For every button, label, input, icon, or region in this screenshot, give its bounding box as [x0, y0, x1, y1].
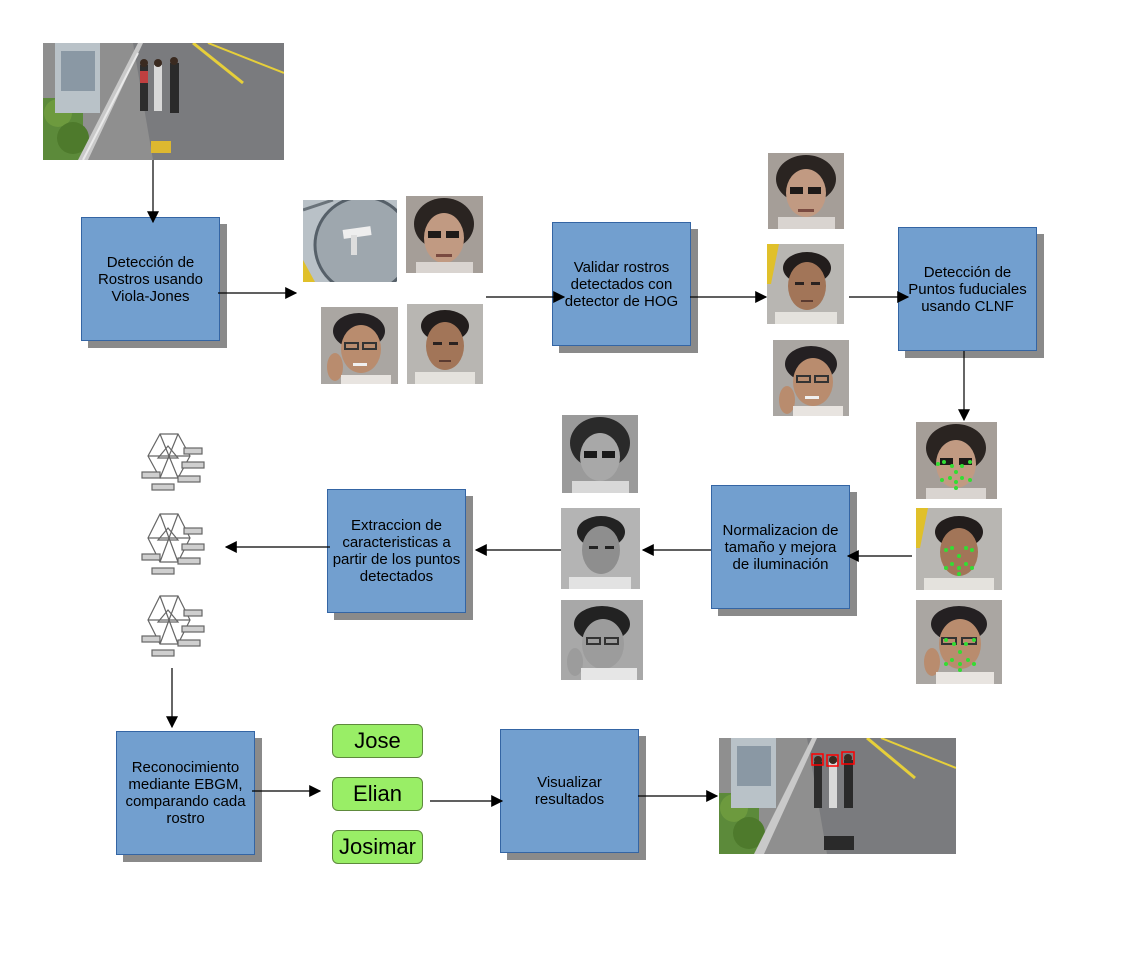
face-graph-3-icon	[138, 590, 208, 662]
name-label-elian-text: Elian	[353, 781, 402, 806]
clnf-landmark-step-label: Detección de Puntos fuduciales usando CL…	[908, 263, 1027, 315]
feature-extraction-step: Extraccion de caracteristicas a partir d…	[327, 489, 466, 613]
name-label-jose: Jose	[332, 724, 423, 758]
hog-validation-step-label: Validar rostros detectados con detector …	[564, 258, 679, 310]
hog-validation-step: Validar rostros detectados con detector …	[552, 222, 691, 346]
normalized-face-3-image	[561, 600, 643, 680]
landmark-face-1-image	[916, 422, 997, 499]
ebgm-recognition-step: Reconocimiento mediante EBGM, comparando…	[116, 731, 255, 855]
name-label-josimar-text: Josimar	[338, 834, 416, 859]
result-scene-photo	[719, 738, 956, 854]
feature-extraction-step-label: Extraccion de caracteristicas a partir d…	[332, 517, 461, 585]
name-label-elian: Elian	[332, 777, 423, 811]
visualize-results-step: Visualizar resultados	[500, 729, 639, 853]
viola-jones-step-label: Detección de Rostros usando Viola-Jones	[97, 253, 204, 305]
visualize-results-step-label: Visualizar resultados	[534, 774, 605, 808]
normalization-step: Normalizacion de tamaño y mejora de ilum…	[711, 485, 850, 609]
landmark-face-2-image	[916, 508, 1002, 590]
normalization-step-label: Normalizacion de tamaño y mejora de ilum…	[722, 521, 839, 573]
ebgm-recognition-step-label: Reconocimiento mediante EBGM, comparando…	[125, 759, 246, 827]
name-label-jose-text: Jose	[354, 728, 401, 753]
landmark-face-3-image	[916, 600, 1002, 684]
detected-face-2-image	[321, 307, 398, 384]
clnf-landmark-step: Detección de Puntos fuduciales usando CL…	[898, 227, 1037, 351]
face-graph-1-icon	[138, 428, 208, 496]
normalized-face-1-image	[562, 415, 638, 493]
validated-face-3-image	[773, 340, 849, 416]
detected-face-1-image	[406, 196, 483, 273]
viola-jones-step: Detección de Rostros usando Viola-Jones	[81, 217, 220, 341]
name-label-josimar: Josimar	[332, 830, 423, 864]
validated-face-1-image	[768, 153, 844, 229]
detection-false-positive-image	[303, 200, 397, 282]
face-graph-2-icon	[138, 508, 208, 580]
validated-face-2-image	[767, 244, 844, 324]
input-scene-photo	[43, 43, 284, 160]
normalized-face-2-image	[561, 508, 640, 589]
detected-face-3-image	[407, 304, 483, 384]
